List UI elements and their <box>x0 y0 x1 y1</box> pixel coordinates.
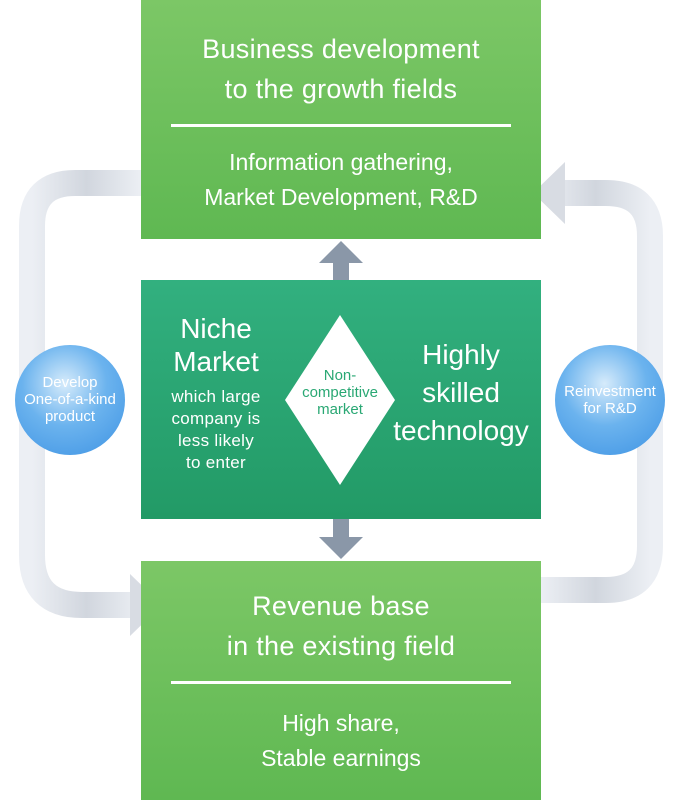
growth-fields-title: Business development to the growth field… <box>202 34 480 104</box>
left-loop-arrow <box>19 170 141 618</box>
niche-market-description: which large company is less likely to en… <box>171 387 261 472</box>
reinvestment-circle: Reinvestment for R&D <box>555 345 665 455</box>
growth-fields-subtitle: Information gathering, Market Developmen… <box>204 149 478 210</box>
existing-field-subtitle: High share, Stable earnings <box>261 710 421 771</box>
skilled-technology-text: Highly skilled technology <box>393 339 529 446</box>
niche-market-title: Niche Market <box>173 313 259 377</box>
existing-field-title: Revenue base in the existing field <box>226 591 456 661</box>
develop-product-circle: Develop One-of-a-kind product <box>15 345 125 455</box>
right-loop-arrowhead <box>533 162 565 224</box>
growth-fields-divider <box>171 124 511 127</box>
existing-field-box: Revenue base in the existing field High … <box>141 561 541 800</box>
growth-fields-box: Business development to the growth field… <box>141 0 541 239</box>
existing-field-divider <box>171 681 511 684</box>
non-competitive-label: Non- competitive market <box>302 367 378 418</box>
